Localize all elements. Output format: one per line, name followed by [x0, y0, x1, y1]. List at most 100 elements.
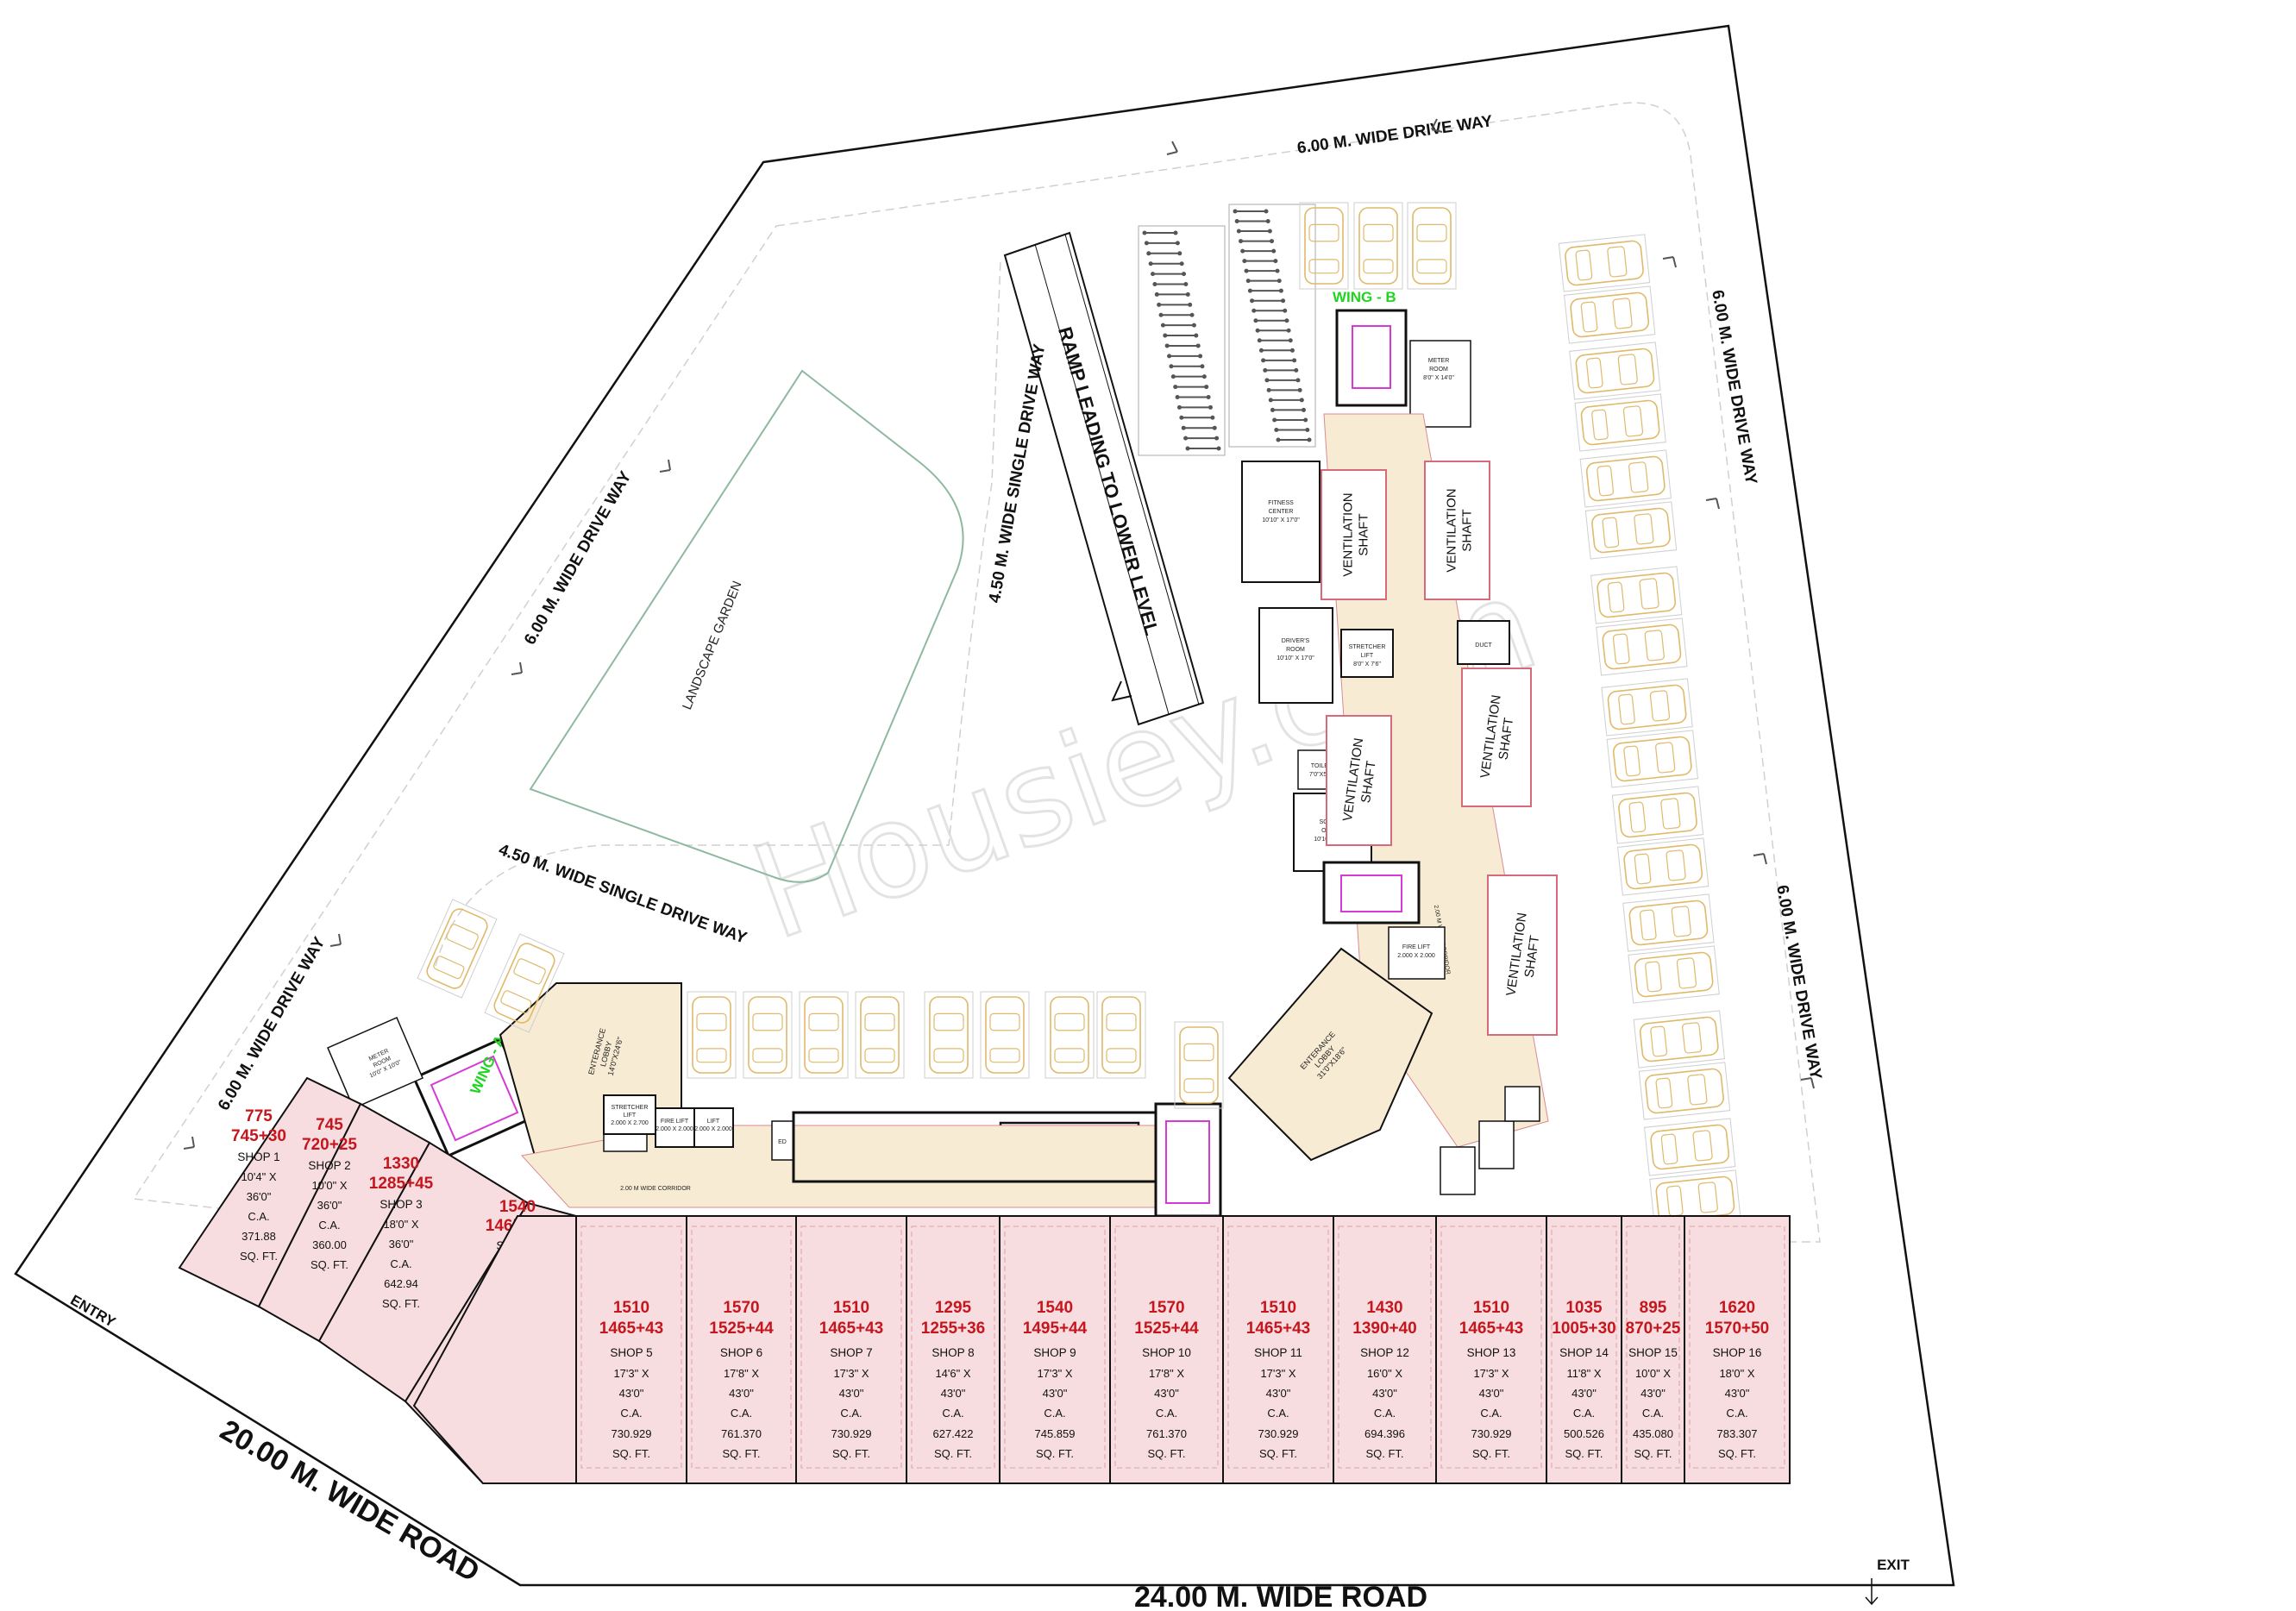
shop-area: 1510: [1260, 1299, 1296, 1317]
shop-carpet-area: 694.396: [1364, 1427, 1405, 1440]
shop-area-split: 870+25: [1626, 1320, 1681, 1338]
shop-area: 1295: [935, 1299, 972, 1317]
shop-carpet-label: C.A.: [318, 1219, 340, 1232]
svg-text:FIRE LIFT: FIRE LIFT: [1402, 944, 1431, 950]
shop-dimension: 43'0": [941, 1387, 966, 1400]
corridor-a-label: 2.00 M WIDE CORRIDOR: [620, 1186, 691, 1192]
shop-unit-label: SQ. FT.: [1259, 1447, 1297, 1460]
shop-area-split: 1005+30: [1552, 1320, 1616, 1338]
shop-dimension: 43'0": [1266, 1387, 1291, 1400]
svg-text:8'0" X 14'0": 8'0" X 14'0": [1423, 375, 1454, 381]
shop-dimension: 10'0" X: [1635, 1367, 1671, 1380]
car-icon: [1574, 393, 1666, 452]
ventilation-label: SHAFT: [1357, 513, 1371, 555]
car-icon: [1622, 893, 1715, 952]
ventilation-label: VENTILATION: [1341, 492, 1356, 576]
car-icon: [980, 991, 1030, 1079]
shop-area: 1510: [833, 1299, 869, 1317]
shop-dimension: 43'0": [1372, 1387, 1397, 1400]
shop-area-split: 1525+44: [709, 1320, 774, 1338]
car-icon: [1299, 202, 1349, 290]
shop-carpet-label: C.A.: [731, 1407, 752, 1420]
shop-carpet-label: C.A.: [1267, 1407, 1289, 1420]
shop-dimension: 10'0" X: [311, 1179, 347, 1192]
car-parking: [417, 202, 1741, 1228]
shop-dimension: 17'3" X: [1037, 1367, 1072, 1380]
car-icon: [1590, 566, 1683, 624]
shop-dimension: 36'0": [247, 1190, 272, 1203]
svg-text:METER: METER: [1428, 358, 1450, 364]
shop-carpet-label: C.A.: [1156, 1407, 1177, 1420]
wing-a-end-stair: [1154, 1102, 1222, 1218]
ed-room: ED: [771, 1120, 794, 1161]
car-icon: [1606, 730, 1699, 788]
car-icon: [1611, 786, 1704, 844]
shop-name: SHOP 7: [830, 1346, 872, 1359]
drivers-room: DRIVER'S ROOM 10'10" X 17'0": [1258, 607, 1333, 704]
shop-area: 745: [316, 1116, 343, 1134]
ventilation-label: VENTILATION: [1445, 488, 1459, 572]
ventilation-label: SHAFT: [1460, 509, 1475, 551]
shop-dimension: 43'0": [1479, 1387, 1504, 1400]
wing-b-label: WING - B: [1333, 289, 1396, 305]
shop-unit-label: SQ. FT.: [1634, 1447, 1672, 1460]
ventilation-label: SHAFT: [1522, 935, 1543, 979]
shop-name: SHOP 9: [1033, 1346, 1076, 1359]
shop-area: 895: [1640, 1299, 1667, 1317]
driveway-label-right-upper: 6.00 M. WIDE DRIVE WAY: [1708, 289, 1760, 486]
shop-dimension: 17'3" X: [1260, 1367, 1295, 1380]
svg-text:2.000 X 2.000: 2.000 X 2.000: [656, 1126, 693, 1132]
shop-area-split: 1255+36: [921, 1320, 986, 1338]
driveway-boundary: [132, 102, 1821, 1243]
two-wheeler-strip: [1228, 204, 1316, 448]
car-icon: [855, 991, 905, 1079]
shop-area-split: 1465+43: [1459, 1320, 1524, 1338]
car-icon: [417, 899, 498, 999]
shop-area: 1430: [1366, 1299, 1402, 1317]
driveway-label-single-middle: 4.50 M. WIDE SINGLE DRIVE WAY: [496, 841, 750, 948]
plot-boundary: [14, 24, 1955, 1587]
shop-area-split: 1570+50: [1705, 1320, 1770, 1338]
shop-dimension: 43'0": [1725, 1387, 1750, 1400]
shop-area: 1330: [383, 1155, 419, 1173]
shop-area-split: 1465+43: [599, 1320, 664, 1338]
ventilation-label: SHAFT: [1358, 760, 1379, 804]
shop-unit-label: SQ. FT.: [1472, 1447, 1510, 1460]
svg-text:8'0" X 7'6": 8'0" X 7'6": [1353, 661, 1381, 668]
svg-text:2.000 X 2.000: 2.000 X 2.000: [1397, 953, 1435, 959]
landscape-garden: [529, 369, 964, 883]
shop-carpet-area: 730.929: [1258, 1427, 1299, 1440]
car-icon: [1558, 234, 1651, 292]
shop-name: SHOP 12: [1360, 1346, 1409, 1359]
driveway-label-single-center: 4.50 M. WIDE SINGLE DRIVE WAY: [986, 342, 1050, 605]
ramp: [1003, 231, 1205, 726]
shop-dimension: 43'0": [1043, 1387, 1068, 1400]
entrance-lobby-b: [1227, 947, 1433, 1162]
shop-area-split: 1465+43: [1246, 1320, 1311, 1338]
shop-unit-label: SQ. FT.: [612, 1447, 650, 1460]
car-icon: [1569, 342, 1661, 400]
svg-text:FIRE LIFT: FIRE LIFT: [661, 1119, 689, 1125]
car-icon: [1407, 202, 1457, 290]
shop-dimension: 17'3" X: [833, 1367, 869, 1380]
car-icon: [1596, 617, 1688, 676]
svg-text:DUCT: DUCT: [1475, 643, 1492, 649]
shop-dimension: 17'8" X: [724, 1367, 759, 1380]
svg-text:10'10" X 17'0": 10'10" X 17'0": [1262, 517, 1300, 523]
